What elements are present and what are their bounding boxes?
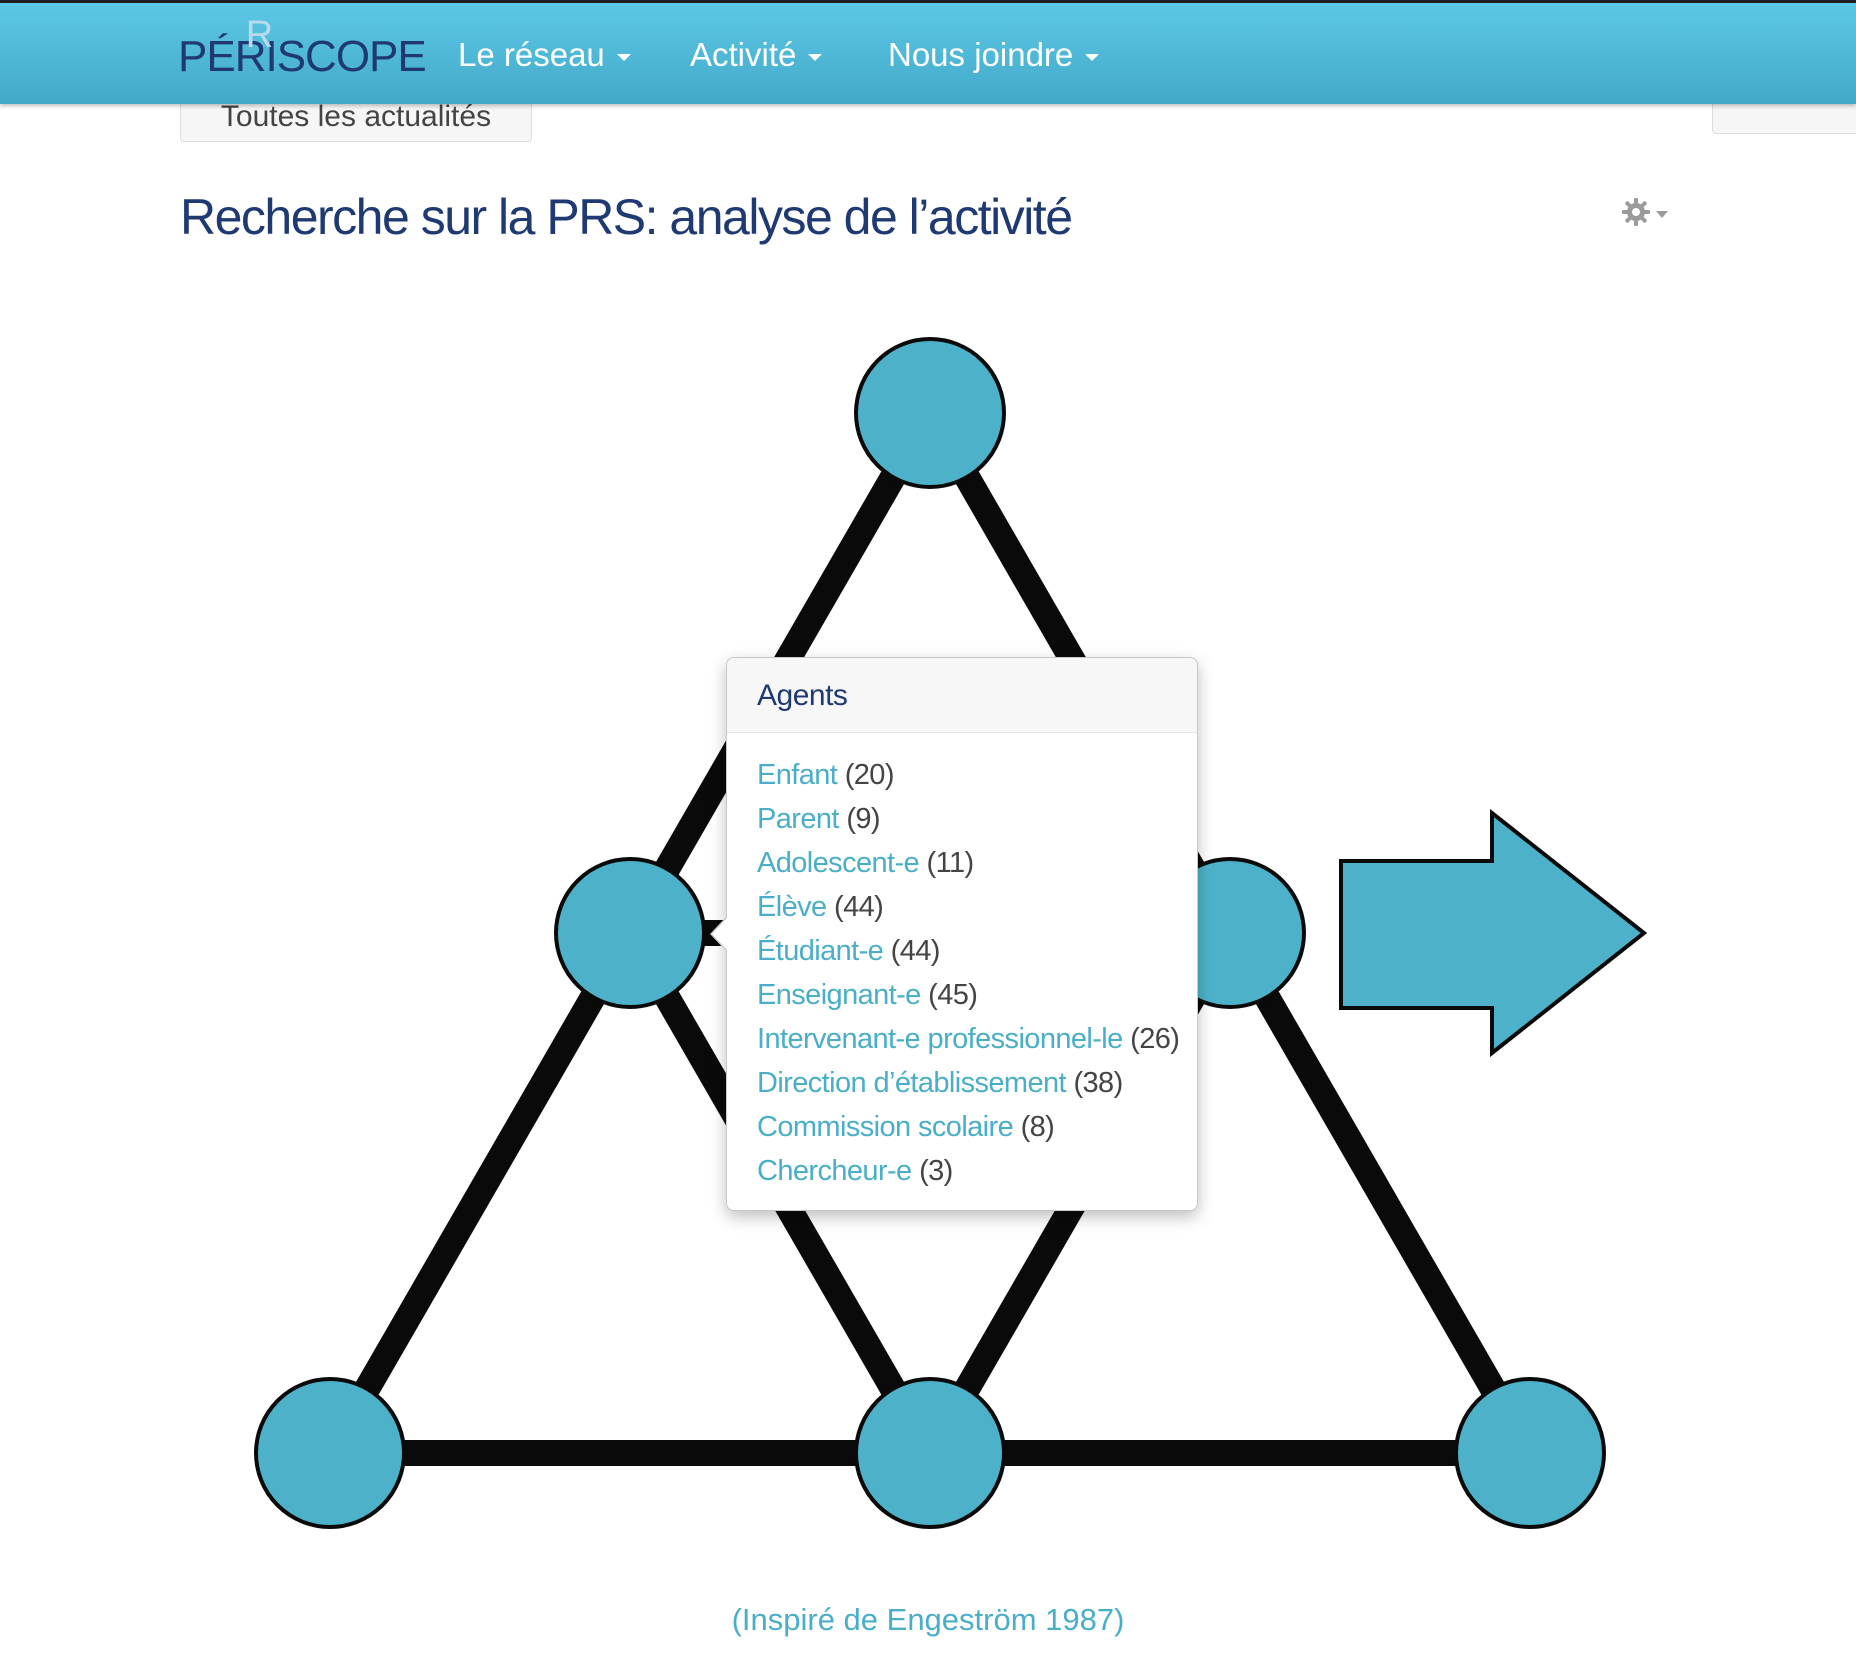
list-item: Étudiant-e (44): [757, 929, 1197, 973]
logo-ghost-r: R: [245, 14, 273, 56]
chevron-down-icon: [808, 53, 823, 61]
nav-nous-joindre-label: Nous joindre: [888, 36, 1074, 73]
popover-arrow: [710, 916, 728, 952]
logo-text-end: ISCOPE: [265, 32, 426, 81]
node-rules[interactable]: [254, 1377, 406, 1529]
caption-link[interactable]: (Inspiré de Engeström 1987): [731, 1602, 1125, 1637]
agent-link[interactable]: Élève: [757, 891, 827, 923]
list-item: Enseignant-e (45): [757, 973, 1197, 1017]
node-subject[interactable]: [554, 857, 706, 1009]
gear-icon[interactable]: [1622, 196, 1672, 232]
agent-count: (3): [919, 1155, 953, 1187]
nav-nous-joindre[interactable]: Nous joindre: [888, 3, 1100, 107]
diagram-caption: (Inspiré de Engeström 1987): [0, 1602, 1856, 1638]
outcome-arrow[interactable]: [1339, 808, 1648, 1058]
nav-activite-label: Activité: [690, 36, 797, 73]
agent-link[interactable]: Adolescent-e: [757, 847, 920, 879]
nav-le-reseau[interactable]: Le réseau: [458, 3, 631, 107]
agent-link[interactable]: Commission scolaire: [757, 1111, 1014, 1143]
list-item: Chercheur-e (3): [757, 1149, 1197, 1193]
node-instruments[interactable]: [854, 337, 1006, 489]
list-item: Enfant (20): [757, 753, 1197, 797]
popover-title: Agents: [727, 658, 1197, 733]
page-title: Recherche sur la PRS: analyse de l’activ…: [180, 189, 1073, 245]
agent-link[interactable]: Enfant: [757, 759, 838, 791]
agent-link[interactable]: Direction d’établissement: [757, 1067, 1067, 1099]
list-item: Parent (9): [757, 797, 1197, 841]
agent-count: (44): [890, 935, 941, 967]
nav-activite[interactable]: Activité: [690, 3, 823, 107]
agent-link[interactable]: Parent: [757, 803, 839, 835]
chevron-down-icon: [1085, 53, 1100, 61]
agent-link[interactable]: Enseignant-e: [757, 979, 921, 1011]
agents-list: Enfant (20) Parent (9) Adolescent-e (11)…: [727, 733, 1197, 1193]
agent-count: (26): [1130, 1023, 1180, 1055]
node-community[interactable]: [854, 1377, 1006, 1529]
list-item: Élève (44): [757, 885, 1197, 929]
agent-count: (20): [844, 759, 895, 791]
nav-le-reseau-label: Le réseau: [458, 36, 605, 73]
agents-popover: Agents Enfant (20) Parent (9) Adolescent…: [710, 657, 1198, 1211]
agent-link[interactable]: Étudiant-e: [757, 935, 884, 967]
agent-count: (44): [834, 891, 884, 923]
all-news-button-label: Toutes les actualités: [220, 100, 492, 133]
agent-count: (38): [1073, 1067, 1123, 1099]
list-item: Direction d’établissement (38): [757, 1061, 1197, 1105]
list-item: Intervenant-e professionnel-le (26): [757, 1017, 1197, 1061]
agent-count: (8): [1020, 1111, 1055, 1143]
agent-count: (45): [928, 979, 978, 1011]
logo-text-start: PÉ: [178, 32, 236, 81]
agent-count: (9): [846, 803, 880, 835]
agent-count: (11): [926, 847, 975, 879]
list-item: Adolescent-e (11): [757, 841, 1197, 885]
agent-link[interactable]: Chercheur-e: [757, 1155, 912, 1187]
chevron-down-icon: [616, 53, 631, 61]
agent-link[interactable]: Intervenant-e professionnel-le: [757, 1023, 1123, 1055]
node-division-of-labour[interactable]: [1454, 1377, 1606, 1529]
list-item: Commission scolaire (8): [757, 1105, 1197, 1149]
